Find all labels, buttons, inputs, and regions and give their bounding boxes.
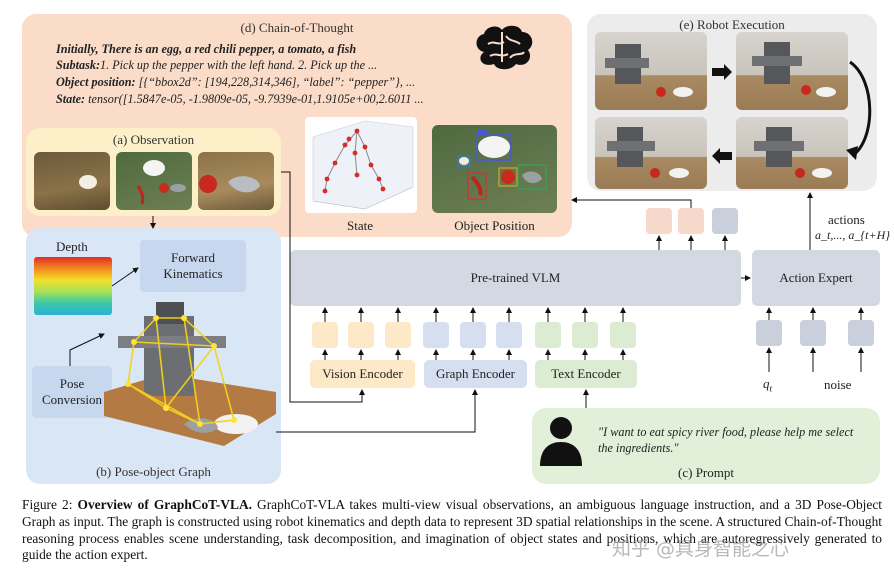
pretrained-vlm-label: Pre-trained VLM [470, 270, 561, 285]
forward-kinematics-box: Forward Kinematics [140, 240, 246, 292]
prompt-panel: (c) Prompt [532, 408, 880, 484]
pretrained-vlm-box: Pre-trained VLM [290, 250, 741, 306]
text-token-2 [572, 322, 598, 348]
vision-encoder-box: Vision Encoder [310, 360, 415, 388]
figure-caption: Figure 2: Overview of GraphCoT-VLA. Grap… [22, 497, 882, 564]
observation-view-2 [116, 152, 192, 210]
noise-label: noise [824, 377, 852, 392]
forward-kinematics-label: Forward Kinematics [163, 250, 223, 281]
caption-text: GraphCoT-VLA takes multi-view visual obs… [22, 497, 882, 563]
cot-output-token-1 [646, 208, 672, 234]
text-token-1 [535, 322, 561, 348]
cot-line-2: Subtask:1. Pick up the pepper with the l… [56, 58, 378, 72]
qt-token [756, 320, 782, 346]
depth-label: Depth [56, 239, 88, 254]
caption-figure-label: Figure 2: [22, 497, 73, 512]
vision-encoder-label: Vision Encoder [322, 366, 403, 381]
actions-math: a_t,..., a_{t+H} [815, 228, 891, 242]
arrow-left-icon [712, 148, 732, 164]
brain-icon [476, 25, 533, 70]
state-plot [305, 117, 417, 213]
pose-conversion-label: Pose Conversion [42, 376, 102, 407]
observation-view-3 [198, 152, 274, 210]
observation-view-1 [34, 152, 110, 210]
object-position-image [432, 125, 557, 213]
pose-object-graph-illustration [104, 302, 276, 446]
vision-token-1 [312, 322, 338, 348]
graph-encoder-label: Graph Encoder [435, 366, 516, 381]
curved-arrow-icon [846, 60, 872, 160]
actions-label: actions [828, 212, 865, 227]
robot-frame-4 [736, 117, 848, 189]
robot-execution-title: (e) Robot Execution [679, 17, 785, 32]
noise-token-1 [800, 320, 826, 346]
watermark: 知乎 @具身智能之心 [612, 538, 790, 560]
noise-token-2 [848, 320, 874, 346]
graph-token-3 [496, 322, 522, 348]
vision-token-2 [348, 322, 374, 348]
graph-token-2 [460, 322, 486, 348]
state-label: State [347, 218, 373, 233]
action-output-token [712, 208, 738, 234]
cot-output-token-2 [678, 208, 704, 234]
text-encoder-label: Text Encoder [551, 366, 621, 381]
object-position-label: Object Position [454, 218, 535, 233]
cot-line-4: State: tensor([1.5847e-05, -1.9809e-05, … [56, 92, 424, 106]
cot-line-1: Initially, There is an egg, a red chili … [56, 42, 357, 56]
prompt-title: (c) Prompt [678, 465, 734, 480]
graph-token-1 [423, 322, 449, 348]
observation-title: (a) Observation [112, 132, 195, 147]
robot-frame-2 [736, 32, 848, 110]
depth-map [34, 257, 112, 315]
user-icon [540, 417, 582, 466]
robot-frame-3 [595, 117, 707, 189]
robot-frame-1 [595, 32, 707, 110]
graph-encoder-box: Graph Encoder [424, 360, 527, 388]
action-expert-label: Action Expert [779, 270, 853, 285]
text-encoder-box: Text Encoder [535, 360, 637, 388]
arrow-right-icon [712, 64, 732, 80]
qt-label: qt [763, 376, 773, 394]
action-expert-box: Action Expert [752, 250, 880, 306]
text-token-3 [610, 322, 636, 348]
cot-line-3: Object position: [{“bbox2d”: [194,228,31… [56, 75, 416, 89]
pose-graph-title: (b) Pose-object Graph [96, 464, 211, 479]
cot-title: (d) Chain-of-Thought [240, 20, 354, 35]
caption-bold-title: Overview of GraphCoT-VLA. [77, 497, 252, 512]
pose-conversion-box: Pose Conversion [32, 366, 112, 418]
vision-token-3 [385, 322, 411, 348]
prompt-text: "I want to eat spicy river food, please … [598, 425, 854, 455]
